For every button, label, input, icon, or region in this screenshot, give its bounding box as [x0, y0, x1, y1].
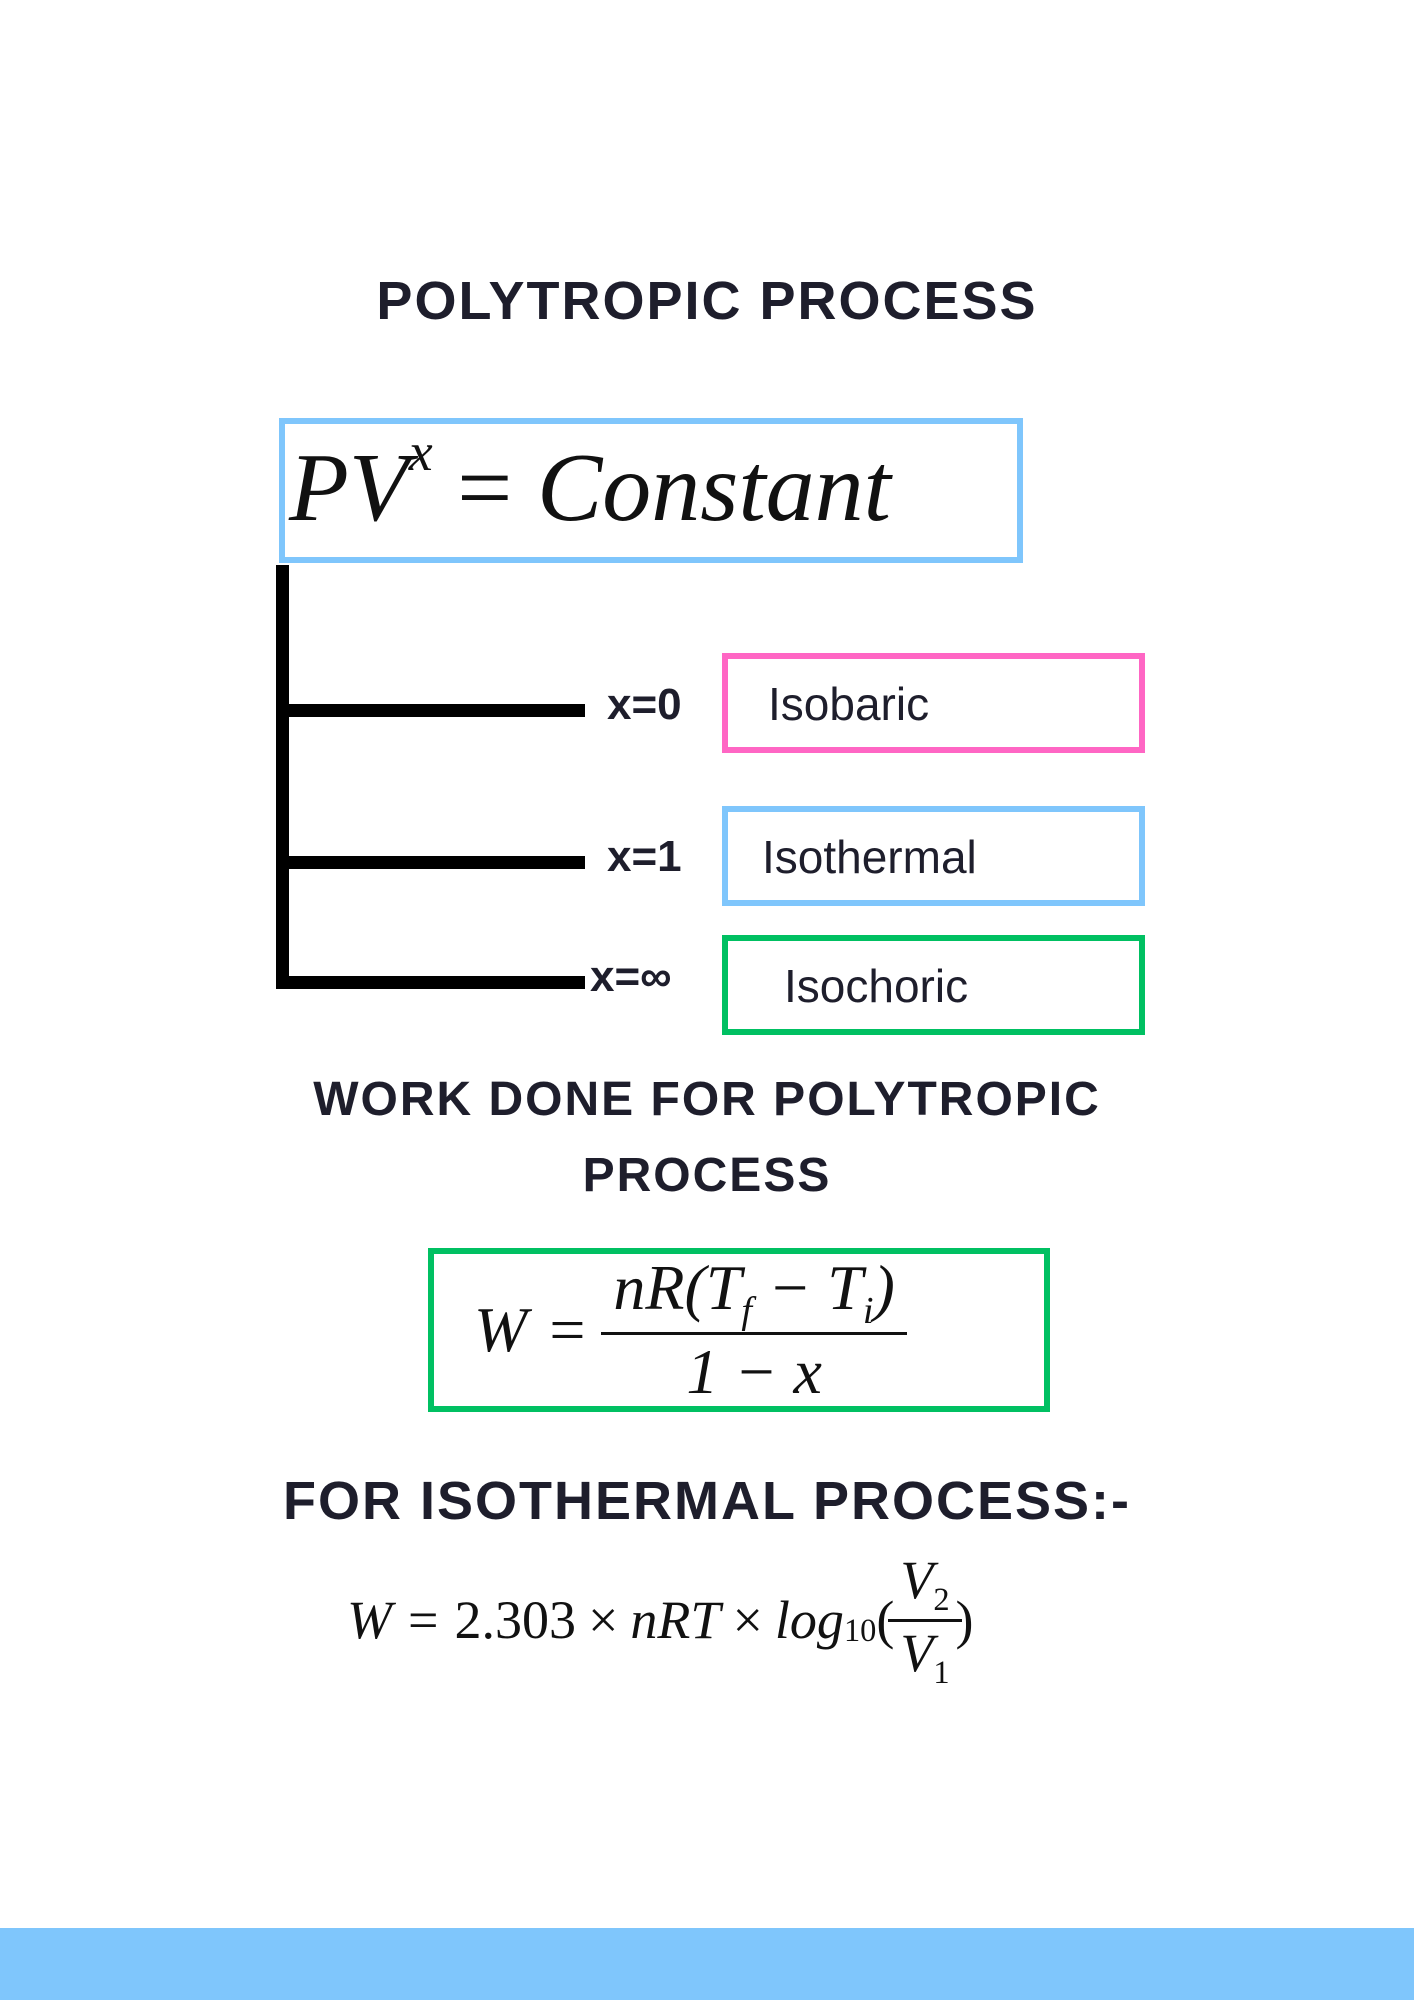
main-equation: PVx = Constant — [289, 422, 891, 544]
iso-times: × — [587, 1590, 619, 1650]
eq-equals: = — [457, 434, 513, 542]
v1: V — [900, 1622, 934, 1683]
iso-numerator: V2 — [894, 1549, 955, 1619]
process-box-isobaric: Isobaric — [722, 653, 1145, 753]
process-label: Isochoric — [784, 960, 969, 1012]
condition-label: x=∞ — [590, 952, 672, 1001]
iso-fraction: V2 V1 — [888, 1549, 962, 1692]
work-equation: W = nR(Tf − Ti) 1 − x — [474, 1252, 907, 1407]
work-denominator: 1 − x — [601, 1332, 907, 1409]
iso-lhs: W — [347, 1590, 392, 1650]
iso-log-base: 10 — [843, 1613, 877, 1649]
num-sub-f: f — [741, 1289, 753, 1332]
process-box-isothermal: Isothermal — [722, 806, 1145, 906]
condition-label: x=0 — [607, 680, 682, 729]
work-numerator: nR(Tf − Ti) — [607, 1251, 900, 1333]
num-sub-i: i — [862, 1289, 874, 1332]
branch-line-2 — [289, 976, 585, 989]
isothermal-heading: FOR ISOTHERMAL PROCESS:- — [282, 1471, 1132, 1531]
eq-rhs: Constant — [536, 434, 891, 542]
branch-line-1 — [289, 856, 585, 869]
iso-log: log — [774, 1590, 844, 1650]
page-title: POLYTROPIC PROCESS — [376, 271, 1038, 331]
v2-sub: 2 — [933, 1581, 950, 1618]
work-heading-line1: WORK DONE FOR POLYTROPIC — [313, 1073, 1101, 1126]
branch-line-0 — [289, 704, 585, 717]
iso-denominator: V1 — [888, 1618, 962, 1692]
work-fraction: nR(Tf − Ti) 1 − x — [601, 1251, 907, 1410]
process-label: Isobaric — [768, 678, 930, 730]
eq-lhs: PV — [289, 434, 409, 542]
iso-open-paren: ( — [876, 1590, 895, 1650]
iso-coef: 2.303 — [454, 1590, 576, 1650]
num-part: ) — [873, 1251, 895, 1323]
iso-times: × — [732, 1590, 763, 1650]
eq-exponent: x — [408, 422, 433, 483]
iso-close-paren: ) — [955, 1590, 974, 1650]
v2: V — [900, 1549, 934, 1610]
iso-equals: = — [407, 1590, 439, 1650]
num-part: − T — [752, 1251, 863, 1323]
process-label: Isothermal — [762, 831, 977, 883]
iso-nrt: nRT — [630, 1590, 721, 1650]
work-lhs: W — [474, 1294, 528, 1365]
main-equation-box: PVx = Constant — [279, 418, 1023, 563]
work-heading-line2: PROCESS — [582, 1149, 832, 1202]
work-equals: = — [549, 1294, 586, 1365]
num-part: nR(T — [613, 1251, 742, 1323]
condition-label: x=1 — [607, 832, 682, 881]
process-box-isochoric: Isochoric — [722, 935, 1145, 1035]
tree-trunk — [276, 565, 289, 989]
v1-sub: 1 — [933, 1654, 950, 1691]
footer-bar — [0, 1928, 1414, 2000]
work-equation-box: W = nR(Tf − Ti) 1 − x — [428, 1248, 1050, 1412]
